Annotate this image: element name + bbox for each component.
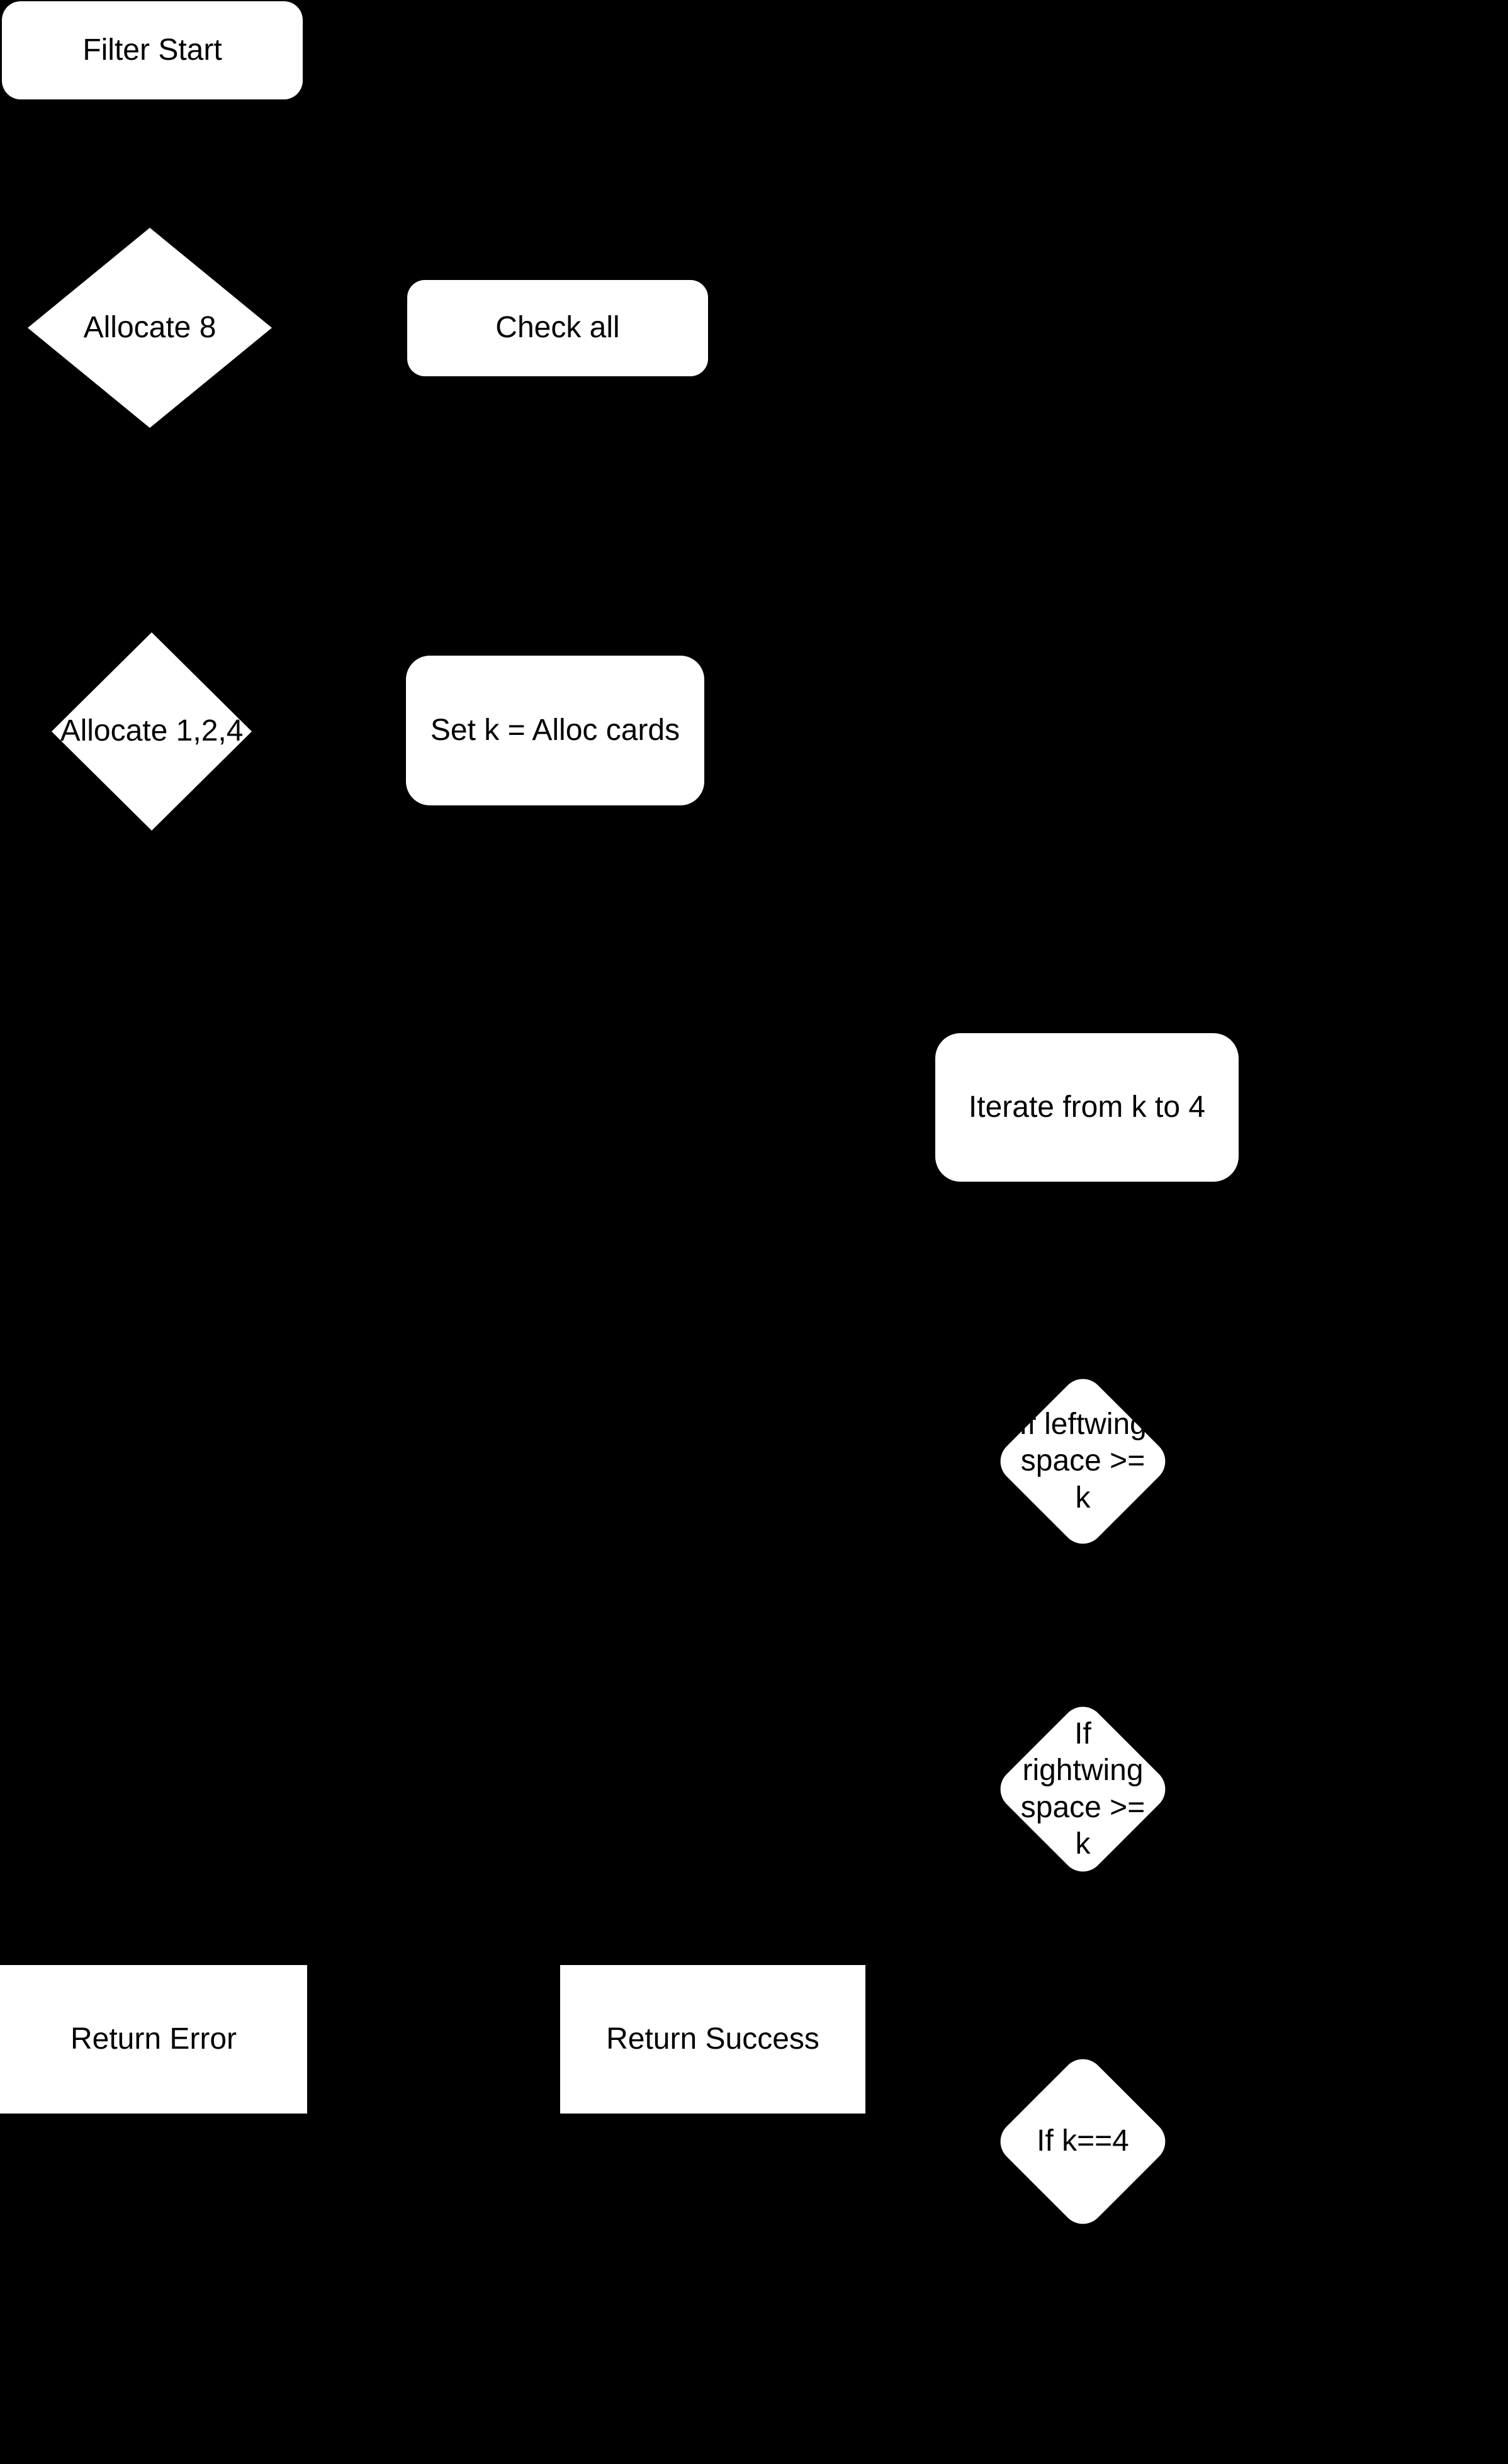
node-label: Filter Start: [82, 33, 222, 67]
node-if-k-equals-4: If k==4: [991, 2050, 1174, 2233]
node-allocate-1-2-4: Allocate 1,2,4: [52, 632, 252, 831]
node-label: Iterate from k to 4: [968, 1090, 1206, 1124]
node-allocate-8: Allocate 8: [28, 228, 272, 428]
node-label: Allocate 1,2,4: [60, 714, 244, 748]
node-iterate-from-k-to-4: Iterate from k to 4: [935, 1033, 1239, 1182]
node-filter-start: Filter Start: [2, 1, 303, 99]
node-return-success: Return Success: [560, 1965, 865, 2114]
node-if-leftwing-space: If leftwing space >= k: [991, 1370, 1174, 1553]
node-label: If leftwing space >= k: [1019, 1408, 1147, 1515]
node-label: Return Error: [70, 2022, 237, 2056]
node-label: Allocate 8: [83, 310, 217, 344]
node-label: Return Success: [606, 2022, 819, 2056]
node-label: Check all: [495, 311, 620, 345]
node-label: If k==4: [1037, 2124, 1129, 2158]
node-label: Set k = Alloc cards: [430, 713, 680, 747]
node-label: If rightwing space >= k: [1020, 1717, 1145, 1861]
node-return-error: Return Error: [0, 1965, 307, 2114]
node-set-k: Set k = Alloc cards: [406, 656, 704, 805]
node-if-rightwing-space: If rightwing space >= k: [991, 1698, 1174, 1881]
node-check-all: Check all: [407, 280, 708, 376]
